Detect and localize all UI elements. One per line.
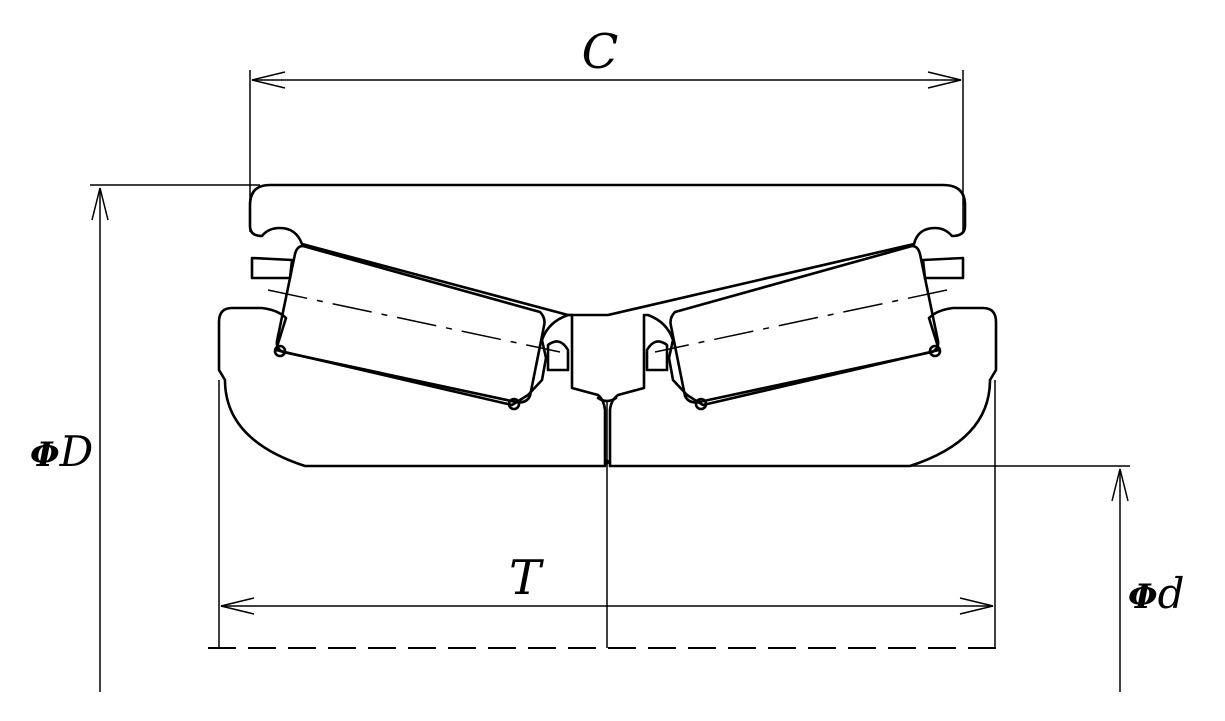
left-cage-end	[250, 256, 294, 280]
right-roller-fillet-b	[694, 397, 708, 411]
right-roller-axis	[654, 289, 948, 353]
phid-outer-arrow	[91, 187, 109, 221]
phid-inner-arrow	[1111, 468, 1129, 502]
right-roller-fillet-a	[928, 344, 942, 358]
phid-inner-label: Φd	[1128, 569, 1185, 618]
right-inner-ring	[608, 306, 998, 468]
t-arrow-left	[220, 597, 255, 615]
dimension-phi-d-outer: ΦD	[30, 184, 260, 692]
phid-outer-label: ΦD	[30, 427, 93, 476]
right-cage-end	[921, 256, 965, 280]
t-label: T	[509, 550, 544, 606]
left-inner-ring	[217, 306, 607, 468]
outer-ring	[248, 183, 967, 317]
c-label: C	[582, 24, 619, 80]
left-roller-fillet-b	[507, 397, 521, 411]
left-roller-axis	[267, 289, 561, 353]
left-roller-body	[275, 244, 546, 404]
center-point	[604, 459, 610, 465]
left-roller-fillet-a	[273, 344, 287, 358]
right-roller-body	[669, 244, 940, 404]
c-arrow-left	[251, 71, 286, 89]
right-cage-hook	[645, 340, 669, 372]
dimension-c: C	[249, 24, 964, 232]
c-arrow-right	[927, 71, 962, 89]
center-cone-gap	[596, 396, 618, 403]
left-cage-hook	[546, 340, 570, 372]
t-arrow-right	[959, 597, 994, 615]
dimension-phi-d-inner: Φd	[905, 465, 1185, 692]
right-roller	[645, 244, 948, 411]
left-roller	[267, 244, 570, 411]
